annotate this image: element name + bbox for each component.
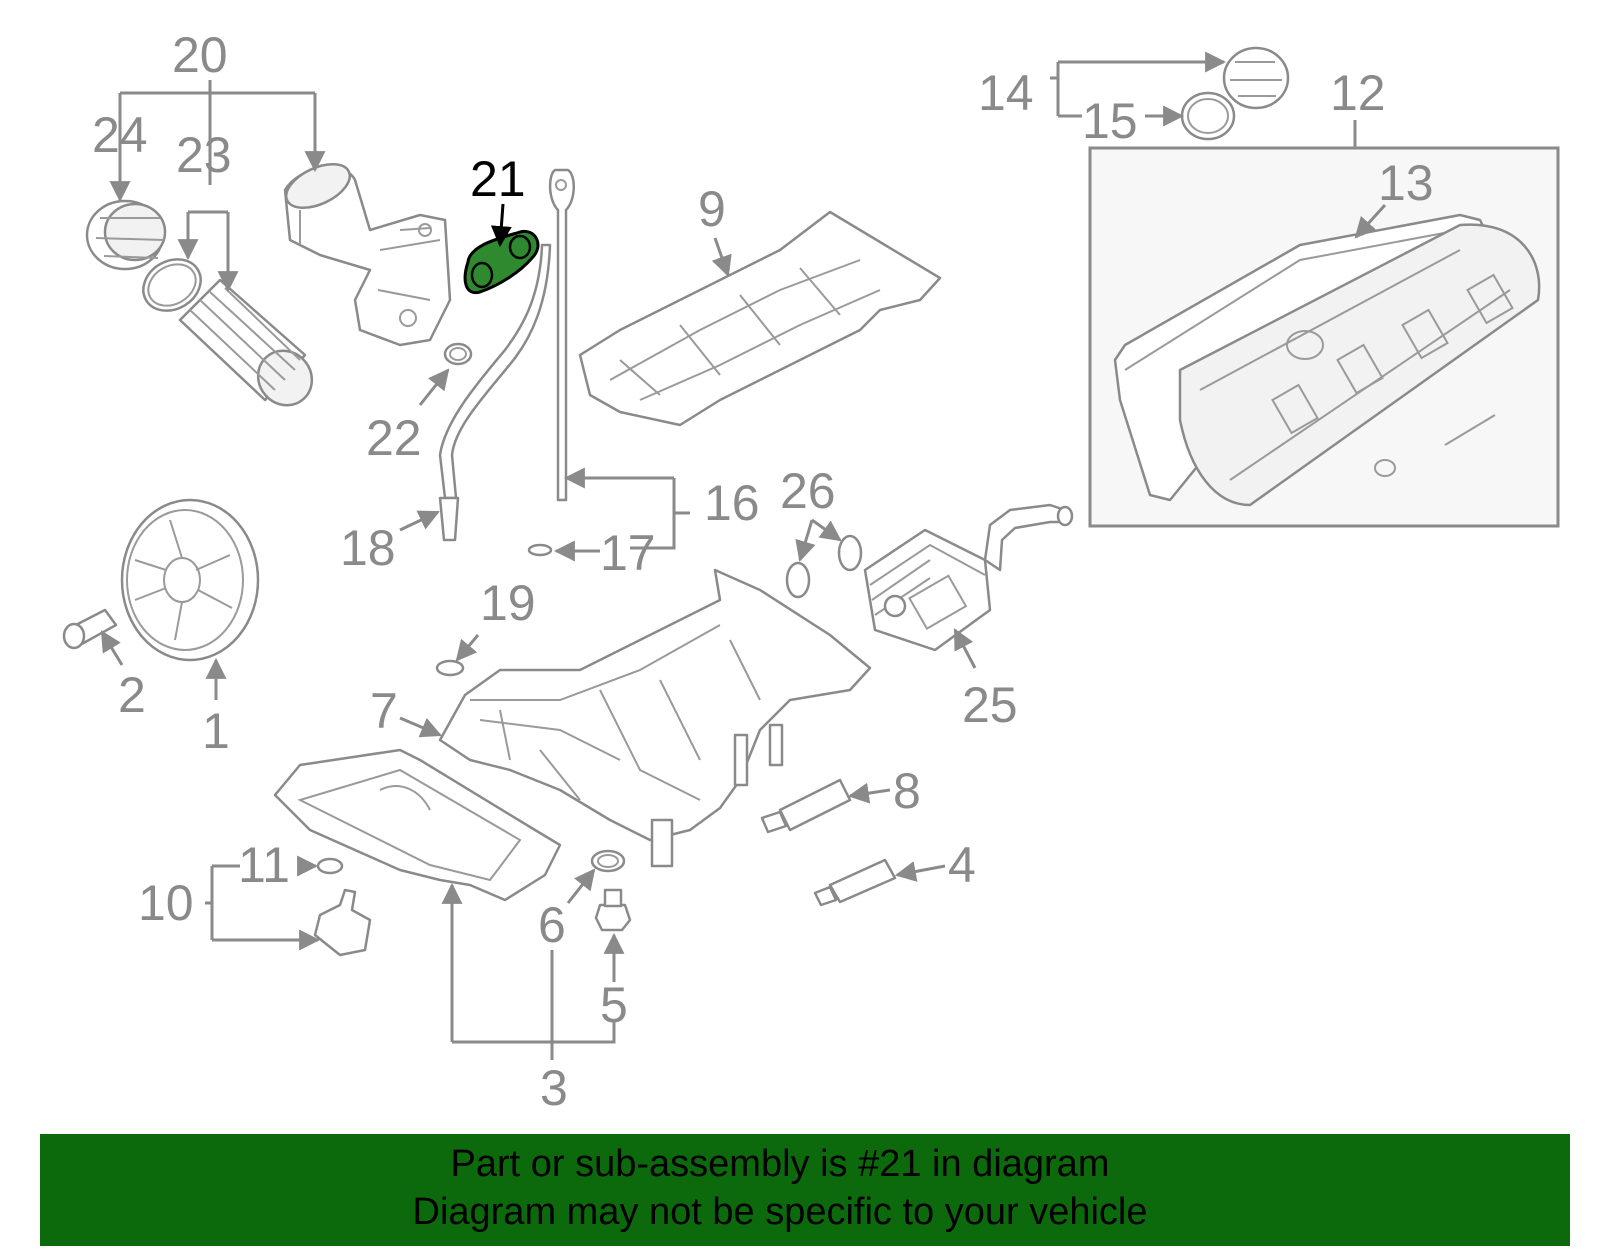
- callout-5[interactable]: 5: [600, 977, 628, 1033]
- callout-12[interactable]: 12: [1330, 65, 1386, 121]
- callout-21-highlighted[interactable]: 21: [470, 151, 526, 207]
- part-22-seal[interactable]: [443, 342, 473, 366]
- part-20-oil-filter-housing[interactable]: [280, 155, 452, 347]
- part-5-drain-plug[interactable]: [594, 888, 632, 932]
- part-10-level-sensor[interactable]: [313, 888, 372, 957]
- callout-1[interactable]: 1: [202, 703, 230, 759]
- part-23-filter-element[interactable]: [178, 278, 323, 416]
- part-11-seal[interactable]: [316, 857, 344, 875]
- part-19-seal[interactable]: [435, 659, 465, 677]
- callout-labels: 20 24 23 21 22 18 16 17 9 14 15 12 13 26…: [92, 27, 1434, 1116]
- banner-disclaimer: Diagram may not be specific to your vehi…: [412, 1191, 1148, 1233]
- part-12-valve-cover[interactable]: [1178, 223, 1541, 507]
- filter-housing-group: [85, 155, 473, 416]
- callout-7[interactable]: 7: [370, 683, 398, 739]
- callout-6[interactable]: 6: [538, 897, 566, 953]
- part-8-sealant-tube[interactable]: [760, 778, 852, 834]
- callout-8[interactable]: 8: [893, 763, 921, 819]
- part-26-seals[interactable]: [785, 534, 863, 599]
- callout-26[interactable]: 26: [780, 463, 836, 519]
- callout-3[interactable]: 3: [540, 1060, 568, 1116]
- valve-cover-group: [1088, 146, 1560, 528]
- leader-lines: [100, 51, 1387, 1060]
- callout-11[interactable]: 11: [238, 837, 290, 893]
- callout-24[interactable]: 24: [92, 107, 148, 163]
- part-15-cap-seal[interactable]: [1180, 91, 1236, 141]
- callout-20[interactable]: 20: [172, 27, 228, 83]
- callout-13[interactable]: 13: [1378, 155, 1434, 211]
- callout-18[interactable]: 18: [340, 520, 396, 576]
- callout-23[interactable]: 23: [176, 127, 232, 183]
- callout-17[interactable]: 17: [600, 525, 656, 581]
- callout-9[interactable]: 9: [698, 181, 726, 237]
- part-16-dipstick[interactable]: [548, 168, 575, 502]
- part-25-oil-cooler[interactable]: [863, 503, 1074, 652]
- callout-19[interactable]: 19: [480, 575, 536, 631]
- part-7-upper-oil-pan[interactable]: [438, 568, 872, 868]
- callout-22[interactable]: 22: [366, 410, 422, 466]
- callout-16[interactable]: 16: [704, 475, 760, 531]
- callout-25[interactable]: 25: [962, 677, 1018, 733]
- part-9-oil-baffle[interactable]: [578, 210, 942, 427]
- part-4-sealant-tube[interactable]: [813, 858, 897, 907]
- part-23-o-ring[interactable]: [134, 249, 210, 321]
- callout-4[interactable]: 4: [948, 837, 976, 893]
- part-3-lower-oil-pan[interactable]: [273, 748, 562, 902]
- banner-part-message: Part or sub-assembly is #21 in diagram: [450, 1143, 1110, 1185]
- callout-14[interactable]: 14: [978, 65, 1034, 121]
- part-14-oil-filler-cap[interactable]: [1222, 46, 1290, 110]
- part-17-seal[interactable]: [527, 543, 553, 557]
- part-18-dipstick-tube[interactable]: [438, 243, 552, 542]
- part-1-crankshaft-pulley[interactable]: [120, 498, 260, 662]
- callout-15[interactable]: 15: [1082, 93, 1138, 149]
- callout-10[interactable]: 10: [138, 875, 194, 931]
- part-6-seal[interactable]: [590, 849, 626, 873]
- info-banner: Part or sub-assembly is #21 in diagram D…: [40, 1134, 1570, 1246]
- callout-2[interactable]: 2: [118, 667, 146, 723]
- part-2-bolt[interactable]: [62, 608, 118, 650]
- part-24-filter-cap[interactable]: [85, 199, 167, 271]
